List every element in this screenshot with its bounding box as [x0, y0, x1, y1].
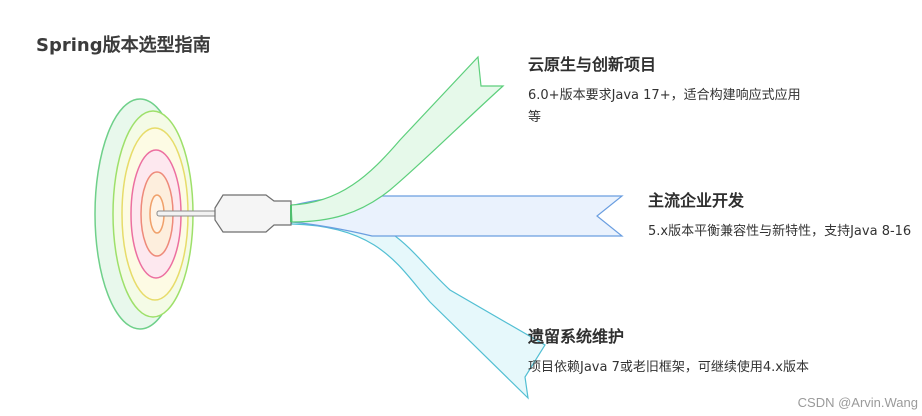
- branch-description: 5.x版本平衡兼容性与新特性，支持Java 8-16: [648, 224, 912, 239]
- watermark: CSDN @Arvin.Wang: [797, 395, 918, 410]
- branch-cloud-native: 云原生与创新项目 6.0+版本要求Java 17+，适合构建响应式应用等: [528, 54, 813, 129]
- dart-body: [214, 194, 292, 233]
- branch-legacy: 遗留系统维护 项目依赖Java 7或老旧框架，可继续使用4.x版本: [528, 326, 813, 379]
- dart-shaft: [156, 210, 218, 217]
- ribbon-legacy: [289, 218, 546, 400]
- branch-description: 6.0+版本要求Java 17+，适合构建响应式应用等: [528, 88, 801, 125]
- branch-mainstream: 主流企业开发 5.x版本平衡兼容性与新特性，支持Java 8-16: [648, 190, 914, 243]
- branch-description: 项目依赖Java 7或老旧框架，可继续使用4.x版本: [528, 360, 809, 375]
- branch-heading: 云原生与创新项目: [528, 55, 657, 74]
- dart-icon: [156, 194, 292, 233]
- branch-heading: 遗留系统维护: [528, 327, 625, 346]
- ribbon-cloud-native: [290, 55, 505, 223]
- branch-heading: 主流企业开发: [648, 191, 745, 210]
- page-title: Spring版本选型指南: [36, 35, 211, 56]
